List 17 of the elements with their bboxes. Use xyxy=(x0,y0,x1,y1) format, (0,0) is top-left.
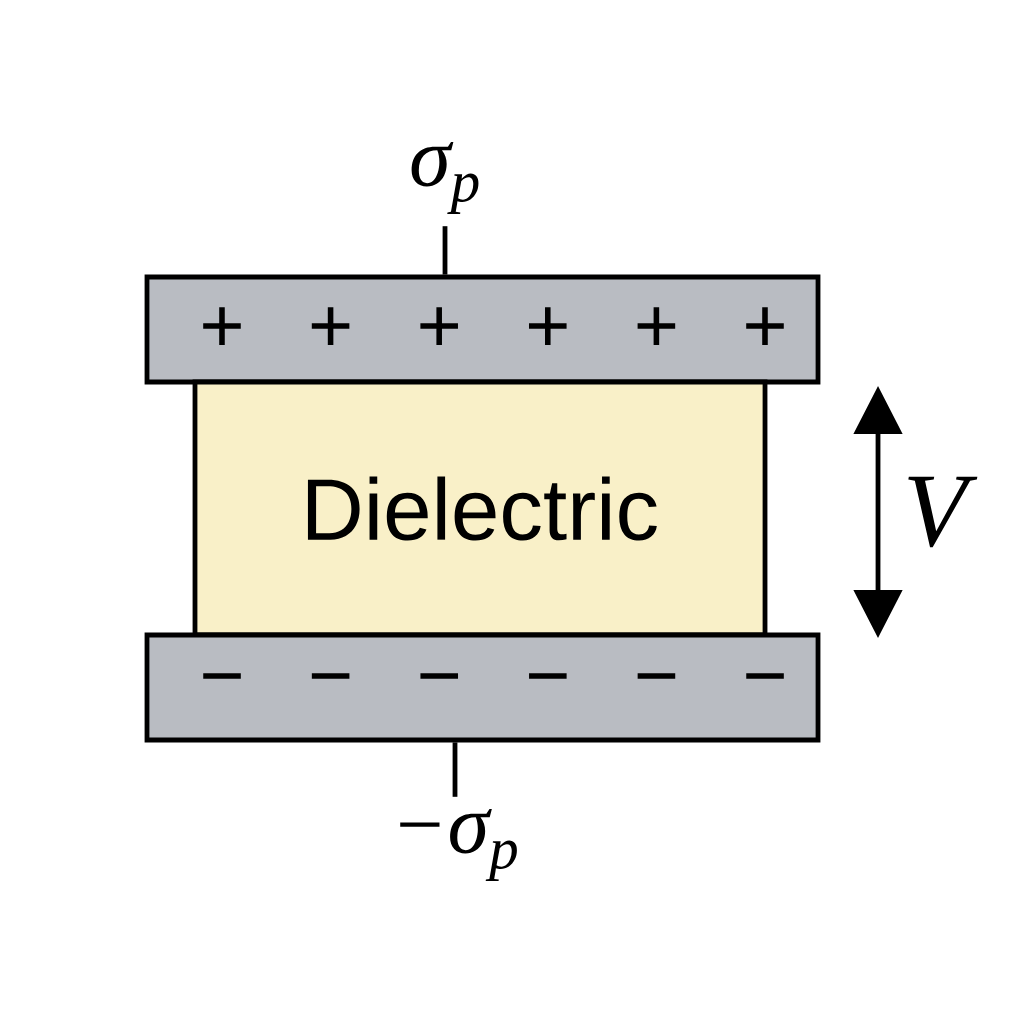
charge-sign: + xyxy=(746,307,784,345)
charge-sign: + xyxy=(420,307,458,345)
charge-sign: − xyxy=(529,673,567,679)
charge-sign: − xyxy=(203,673,241,679)
charge-sign: − xyxy=(746,673,784,679)
charge-label: σ$_{p}$ xyxy=(411,142,479,214)
charge-label: −σ$_{p}$ xyxy=(400,809,517,881)
charge-sign: + xyxy=(311,307,350,345)
charge-sign: − xyxy=(637,673,676,679)
charge-sign: − xyxy=(420,673,458,679)
leader-line xyxy=(442,226,448,275)
charge-sign: + xyxy=(637,307,676,345)
charge-sign: + xyxy=(529,307,567,345)
charge-sign: + xyxy=(203,307,241,345)
charge-sign: − xyxy=(311,673,350,679)
voltage-label: V xyxy=(908,476,978,548)
leader-line xyxy=(452,742,458,797)
